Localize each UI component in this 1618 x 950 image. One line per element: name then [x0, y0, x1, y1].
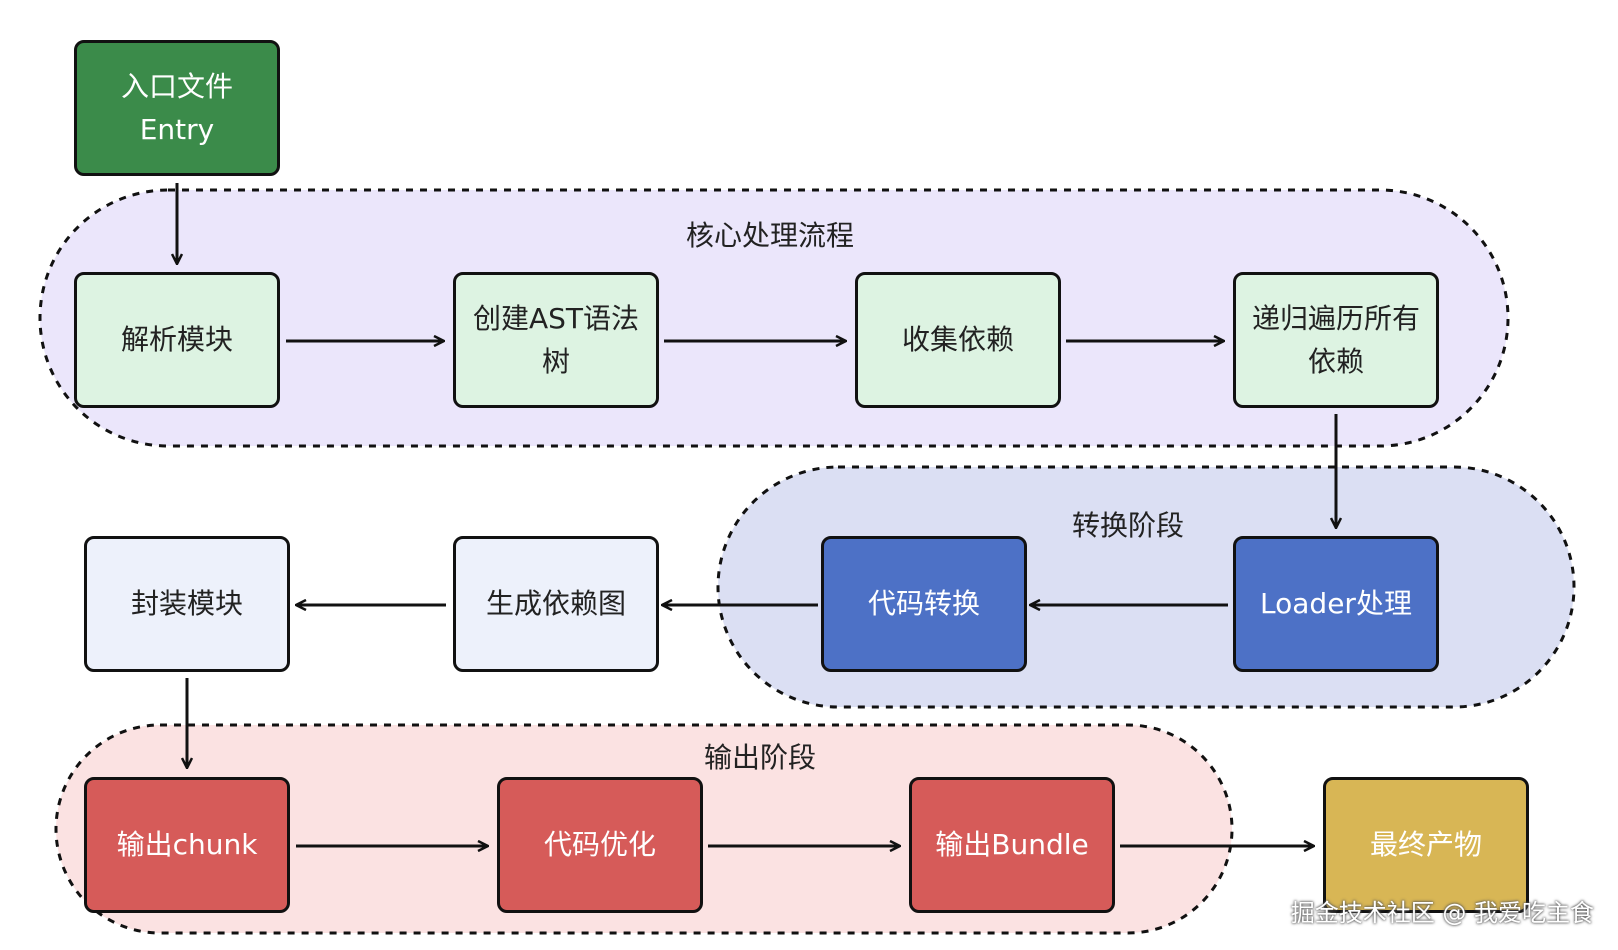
- node-collect-deps: 收集依赖: [855, 272, 1061, 408]
- node-code-transform: 代码转换: [821, 536, 1027, 672]
- node-create-ast: 创建AST语法 树: [453, 272, 659, 408]
- node-loader: Loader处理: [1233, 536, 1439, 672]
- watermark: 掘金技术社区 @ 我爱吃主食: [1290, 899, 1594, 927]
- core-group-label: 核心处理流程: [685, 219, 855, 252]
- core-group-container: [38, 188, 1510, 448]
- node-entry: 入口文件 Entry: [74, 40, 280, 176]
- node-final-output: 最终产物: [1323, 777, 1529, 913]
- transform-group-label: 转换阶段: [1071, 509, 1185, 542]
- node-dependency-graph: 生成依赖图: [453, 536, 659, 672]
- node-code-optimize: 代码优化: [497, 777, 703, 913]
- node-parse-module: 解析模块: [74, 272, 280, 408]
- node-wrap-module: 封装模块: [84, 536, 290, 672]
- node-recurse-deps: 递归遍历所有 依赖: [1233, 272, 1439, 408]
- node-output-bundle: 输出Bundle: [909, 777, 1115, 913]
- node-output-chunk: 输出chunk: [84, 777, 290, 913]
- output-group-label: 输出阶段: [703, 741, 817, 774]
